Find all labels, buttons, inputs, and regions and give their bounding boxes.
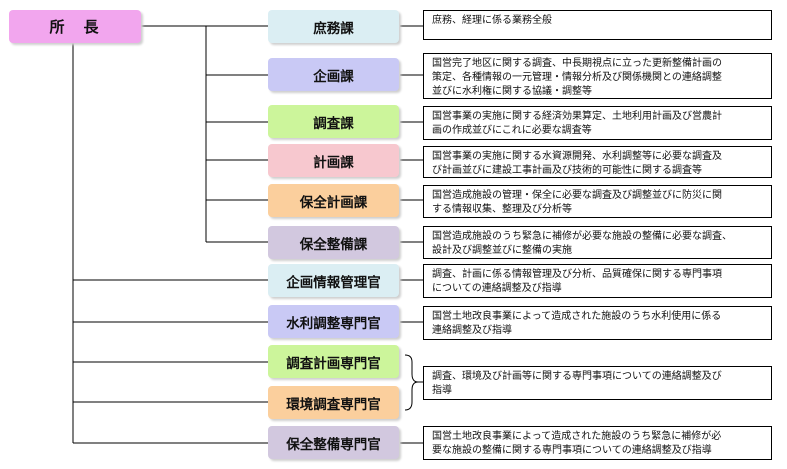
description-line: 庶務、経理に係る業務全般 [432, 15, 552, 26]
description-line: 国営造成施設のうち緊急に補修が必要な施設の整備に必要な調査、 [432, 231, 732, 242]
description-line: 国営完了地区に関する調査、中長期視点に立った更新整備計画の [432, 58, 722, 69]
description-conservation-planning: 国営造成施設の管理・保全に必要な調査及び調整並びに防災に関 する情報収集、整理及… [423, 185, 772, 218]
unit-general-affairs: 庶務課 [268, 10, 399, 43]
description-line: 設計及び調整並びに整備の実施 [432, 245, 572, 256]
description-general-affairs: 庶務、経理に係る業務全般 [423, 10, 772, 40]
unit-label: 環境調査専門官 [286, 396, 381, 413]
unit-conservation-planning: 保全計画課 [268, 184, 399, 217]
unit-label: 計画課 [313, 154, 354, 171]
description-line: 指導 [432, 385, 452, 396]
unit-label: 水利調整専門官 [286, 315, 381, 332]
description-design: 国営事業の実施に関する水資源開発、水利調整等に必要な調査及 び計画並びに建設工事… [423, 146, 772, 178]
unit-label: 企画情報管理官 [286, 274, 381, 291]
description-conservation-maintenance-officer: 国営土地改良事業によって造成された施設のうち緊急に補修が必 要な施設の整備に関す… [423, 426, 772, 460]
unit-label: 企画課 [313, 68, 354, 85]
unit-conservation-maintenance-officer: 保全整備専門官 [268, 426, 399, 459]
director-box: 所 長 [9, 10, 141, 43]
description-line: 国営土地改良事業によって造成された施設のうち水利使用に係る [432, 311, 722, 322]
unit-label: 庶務課 [313, 20, 354, 37]
unit-label: 調査課 [313, 115, 354, 132]
unit-water-rights-officer: 水利調整専門官 [268, 305, 399, 338]
description-line: 調査、環境及び計画等に関する専門事項についての連絡調整及び [432, 371, 722, 382]
description-water-rights-officer: 国営土地改良事業によって造成された施設のうち水利使用に係る 連絡調整及び指導 [423, 306, 772, 340]
description-line: 並びに水利権に関する協議・調整等 [432, 86, 592, 97]
description-line: についての連絡調整及び指導 [432, 283, 562, 294]
unit-survey-planning-officer: 調査計画専門官 [268, 345, 399, 378]
description-conservation-maintenance: 国営造成施設のうち緊急に補修が必要な施設の整備に必要な調査、 設計及び調整並びに… [423, 226, 772, 259]
description-line: 連絡調整及び指導 [432, 325, 512, 336]
description-line: 国営土地改良事業によって造成された施設のうち緊急に補修が必 [432, 431, 722, 442]
director-label: 所 長 [49, 18, 101, 36]
unit-label: 調査計画専門官 [286, 355, 381, 372]
description-line: 国営事業の実施に関する経済効果算定、土地利用計画及び営農計 [432, 111, 722, 122]
unit-environment-survey-officer: 環境調査専門官 [268, 386, 399, 419]
description-line: 国営事業の実施に関する水資源開発、水利調整等に必要な調査及 [432, 151, 722, 162]
description-survey: 国営事業の実施に関する経済効果算定、土地利用計画及び営農計 画の作成並びにこれに… [423, 106, 772, 140]
unit-survey: 調査課 [268, 105, 399, 138]
unit-label: 保全整備課 [299, 236, 368, 253]
unit-planning: 企画課 [268, 58, 399, 91]
description-specialist-officers: 調査、環境及び計画等に関する専門事項についての連絡調整及び 指導 [423, 366, 772, 400]
unit-planning-info-officer: 企画情報管理官 [268, 264, 399, 297]
description-line: 国営造成施設の管理・保全に必要な調査及び調整並びに防災に関 [432, 190, 722, 201]
description-line: 画の作成並びにこれに必要な調査等 [432, 125, 592, 136]
description-line: する情報収集、整理及び分析等 [432, 204, 572, 215]
unit-label: 保全整備専門官 [286, 436, 381, 453]
description-line: び計画並びに建設工事計画及び技術的可能性に関する調査等 [432, 165, 702, 176]
description-planning: 国営完了地区に関する調査、中長期視点に立った更新整備計画の 策定、各種情報の一元… [423, 53, 772, 99]
description-planning-info-officer: 調査、計画に係る情報管理及び分析、品質確保に関する専門事項 についての連絡調整及… [423, 264, 772, 298]
unit-design: 計画課 [268, 144, 399, 177]
unit-conservation-maintenance: 保全整備課 [268, 226, 399, 259]
unit-label: 保全計画課 [299, 194, 368, 211]
description-line: 調査、計画に係る情報管理及び分析、品質確保に関する専門事項 [432, 269, 722, 280]
description-line: 策定、各種情報の一元管理・情報分析及び関係機関との連絡調整 [432, 72, 722, 83]
description-line: 要な施設の整備に関する専門事項についての連絡調整及び指導 [432, 445, 712, 456]
